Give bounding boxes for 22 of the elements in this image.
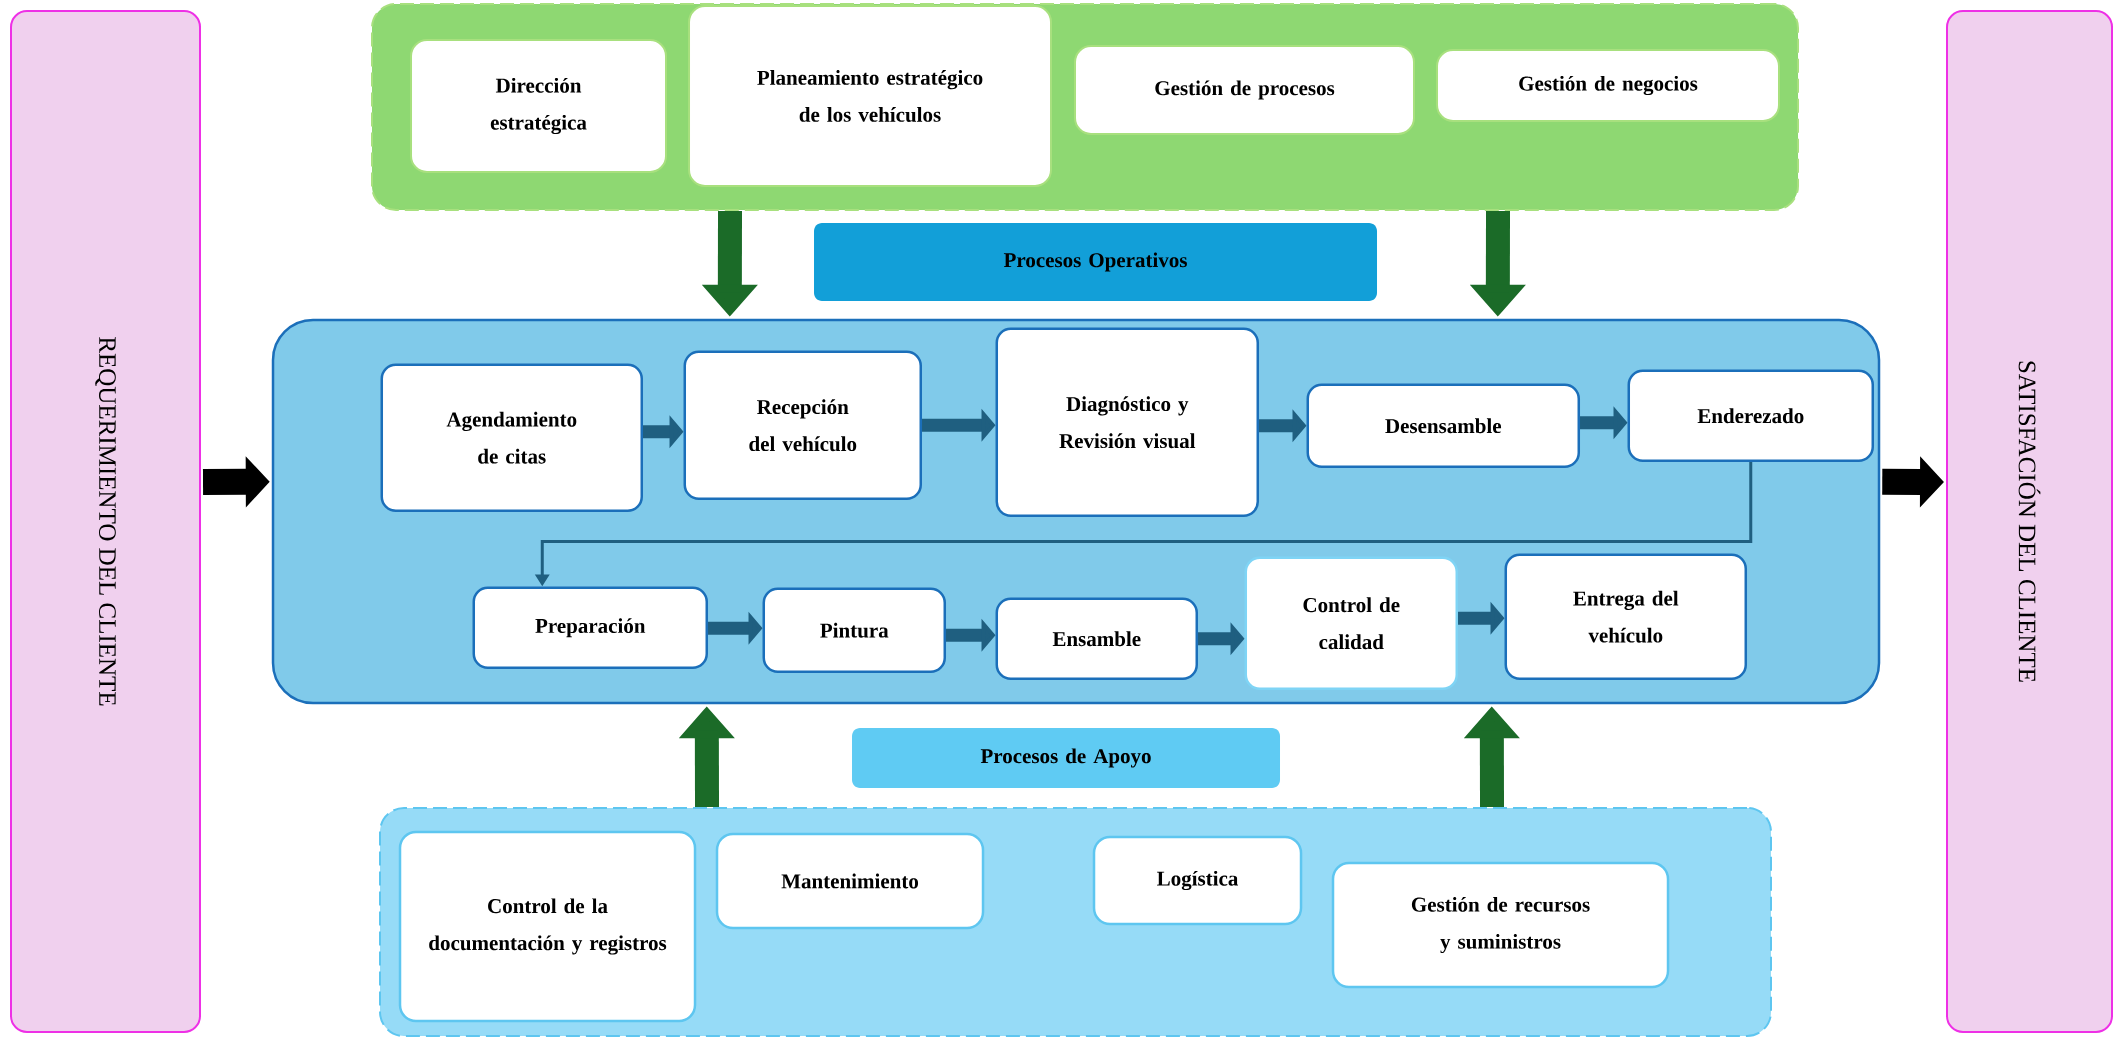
process-box: Control de la documentación y registros <box>398 830 697 1023</box>
process-box: Planeamiento estratégico de los vehículos <box>688 5 1052 187</box>
process-box: Logística <box>1092 835 1303 926</box>
process-box: Ensamble <box>995 597 1198 680</box>
process-box: Agendamiento de citas <box>380 363 643 512</box>
process-box: Desensamble <box>1306 383 1580 468</box>
side-band: SATISFACIÓN DEL CLIENTE <box>1946 10 2113 1033</box>
process-box: Mantenimiento <box>715 832 985 930</box>
title-box: Procesos Operativos <box>814 223 1377 301</box>
title-box: Procesos de Apoyo <box>852 728 1280 788</box>
process-box: Dirección estratégica <box>410 39 667 173</box>
process-box: Gestión de recursos y suministros <box>1331 861 1670 989</box>
process-box: Entrega del vehículo <box>1504 553 1747 680</box>
process-box: Gestión de procesos <box>1074 45 1415 135</box>
process-box: Enderezado <box>1627 369 1874 462</box>
process-box: Control de calidad <box>1244 556 1458 690</box>
process-box: Pintura <box>762 587 946 673</box>
process-box: Gestión de negocios <box>1436 49 1780 122</box>
process-box: Diagnóstico y Revisión visual <box>995 327 1259 517</box>
side-band: REQUERIMIENTO DEL CLIENTE <box>10 10 201 1033</box>
process-box: Recepción del vehículo <box>683 350 922 500</box>
process-box: Preparación <box>472 586 708 669</box>
